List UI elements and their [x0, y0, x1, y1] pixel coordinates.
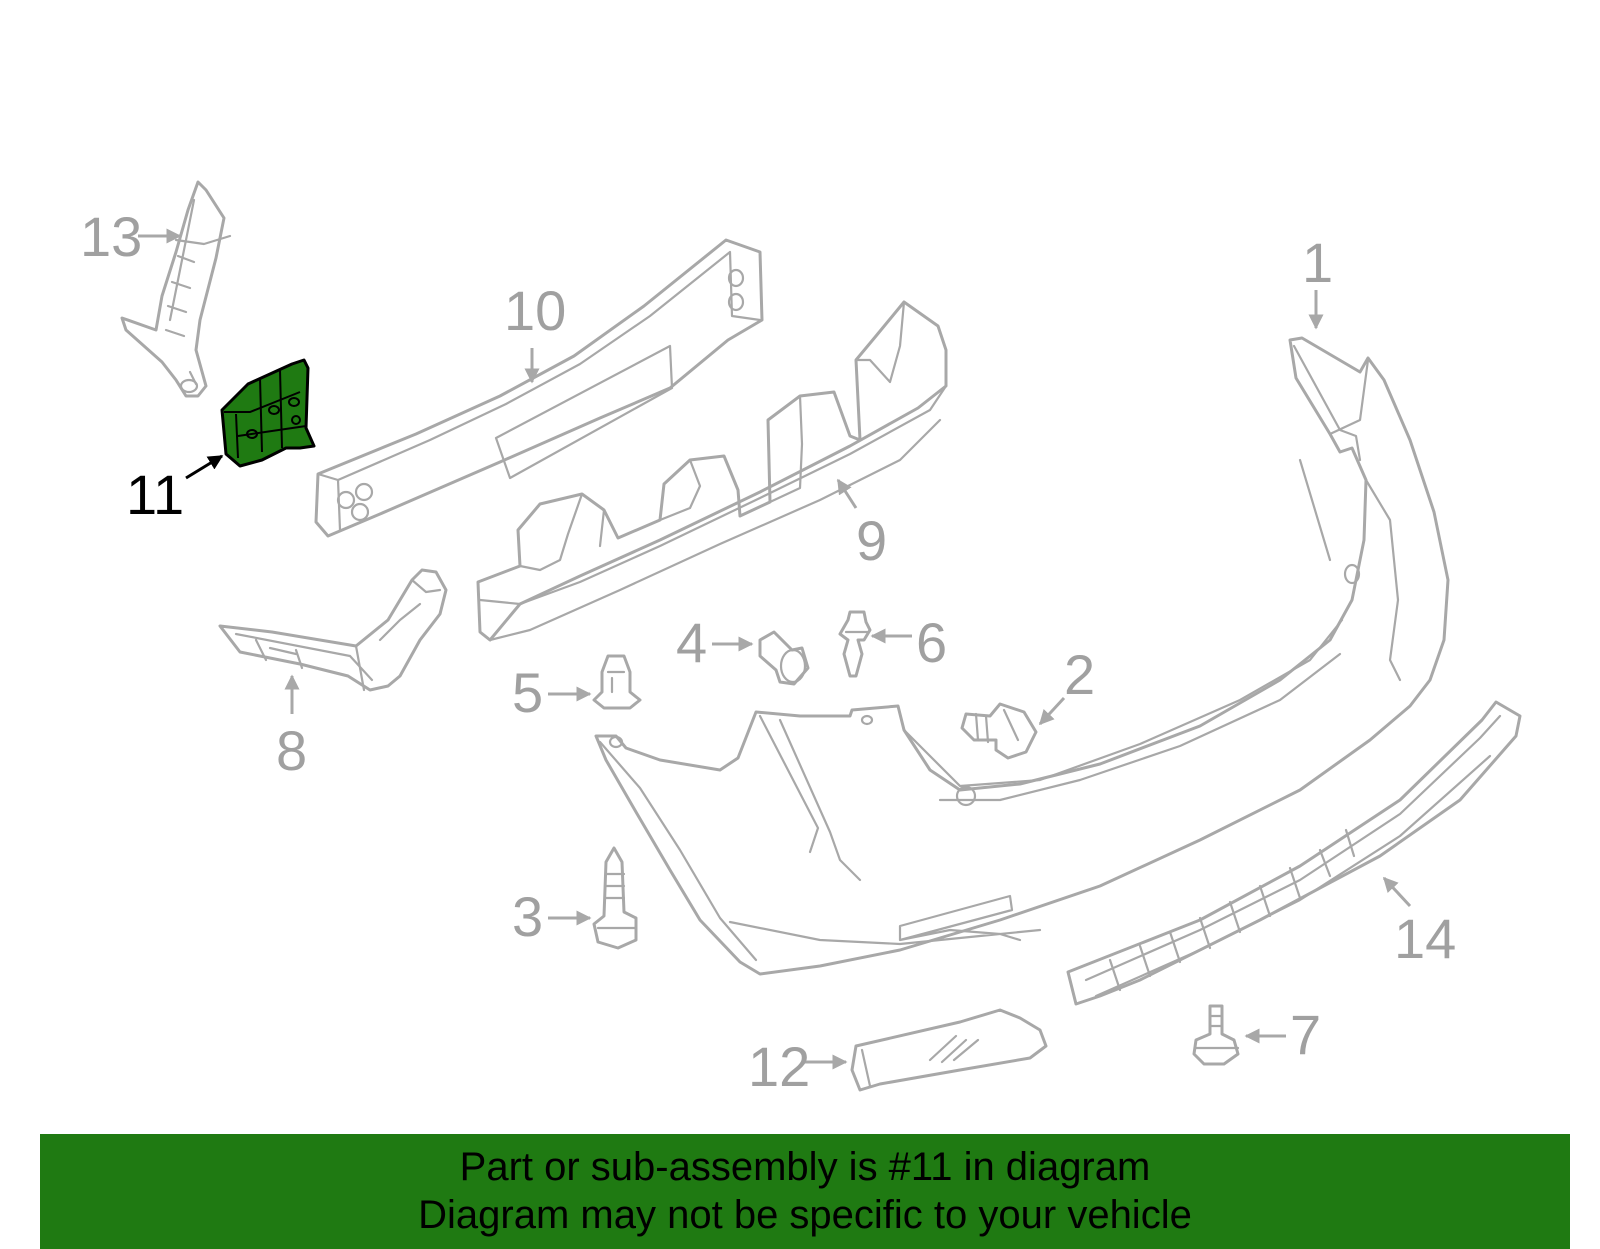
part-7-bolt	[1192, 1004, 1240, 1066]
part-14-step-pad	[1066, 700, 1522, 1006]
callout-11-highlighted: 11	[126, 463, 184, 526]
part-12-reflector	[850, 1008, 1048, 1092]
info-banner: Part or sub-assembly is #11 in diagram D…	[40, 1134, 1570, 1249]
banner-line-part-number: Part or sub-assembly is #11 in diagram	[459, 1145, 1151, 1189]
callout-1: 1	[1302, 231, 1333, 294]
callout-9: 9	[856, 509, 887, 572]
callout-7: 7	[1290, 1003, 1321, 1066]
callout-8: 8	[276, 719, 307, 782]
callout-13: 13	[80, 205, 142, 268]
part-13-bracket	[120, 180, 232, 398]
part-5-clip-nut	[592, 654, 642, 710]
callout-4: 4	[676, 611, 707, 674]
part-2-bolt	[960, 702, 1038, 760]
callout-5: 5	[512, 661, 543, 724]
part-9-energy-absorber	[476, 300, 948, 642]
callout-10: 10	[504, 279, 566, 342]
callout-labels: 1 2 3 4 5 6 7 8 9 10 11 12 13 14	[80, 205, 1456, 1098]
part-1-bumper-cover	[594, 336, 1450, 976]
callout-12: 12	[748, 1035, 810, 1098]
banner-line-disclaimer: Diagram may not be specific to your vehi…	[418, 1193, 1192, 1237]
part-6-clip	[838, 610, 872, 678]
callout-3: 3	[512, 885, 543, 948]
part-4-push-pin	[758, 630, 810, 686]
part-11-bracket-highlighted	[220, 358, 316, 468]
callout-2: 2	[1064, 643, 1095, 706]
part-3-bolt	[592, 846, 638, 950]
leader-arrows	[138, 228, 1412, 1070]
callout-6: 6	[916, 611, 947, 674]
part-8-side-bracket	[218, 568, 448, 692]
callout-14: 14	[1394, 907, 1456, 970]
